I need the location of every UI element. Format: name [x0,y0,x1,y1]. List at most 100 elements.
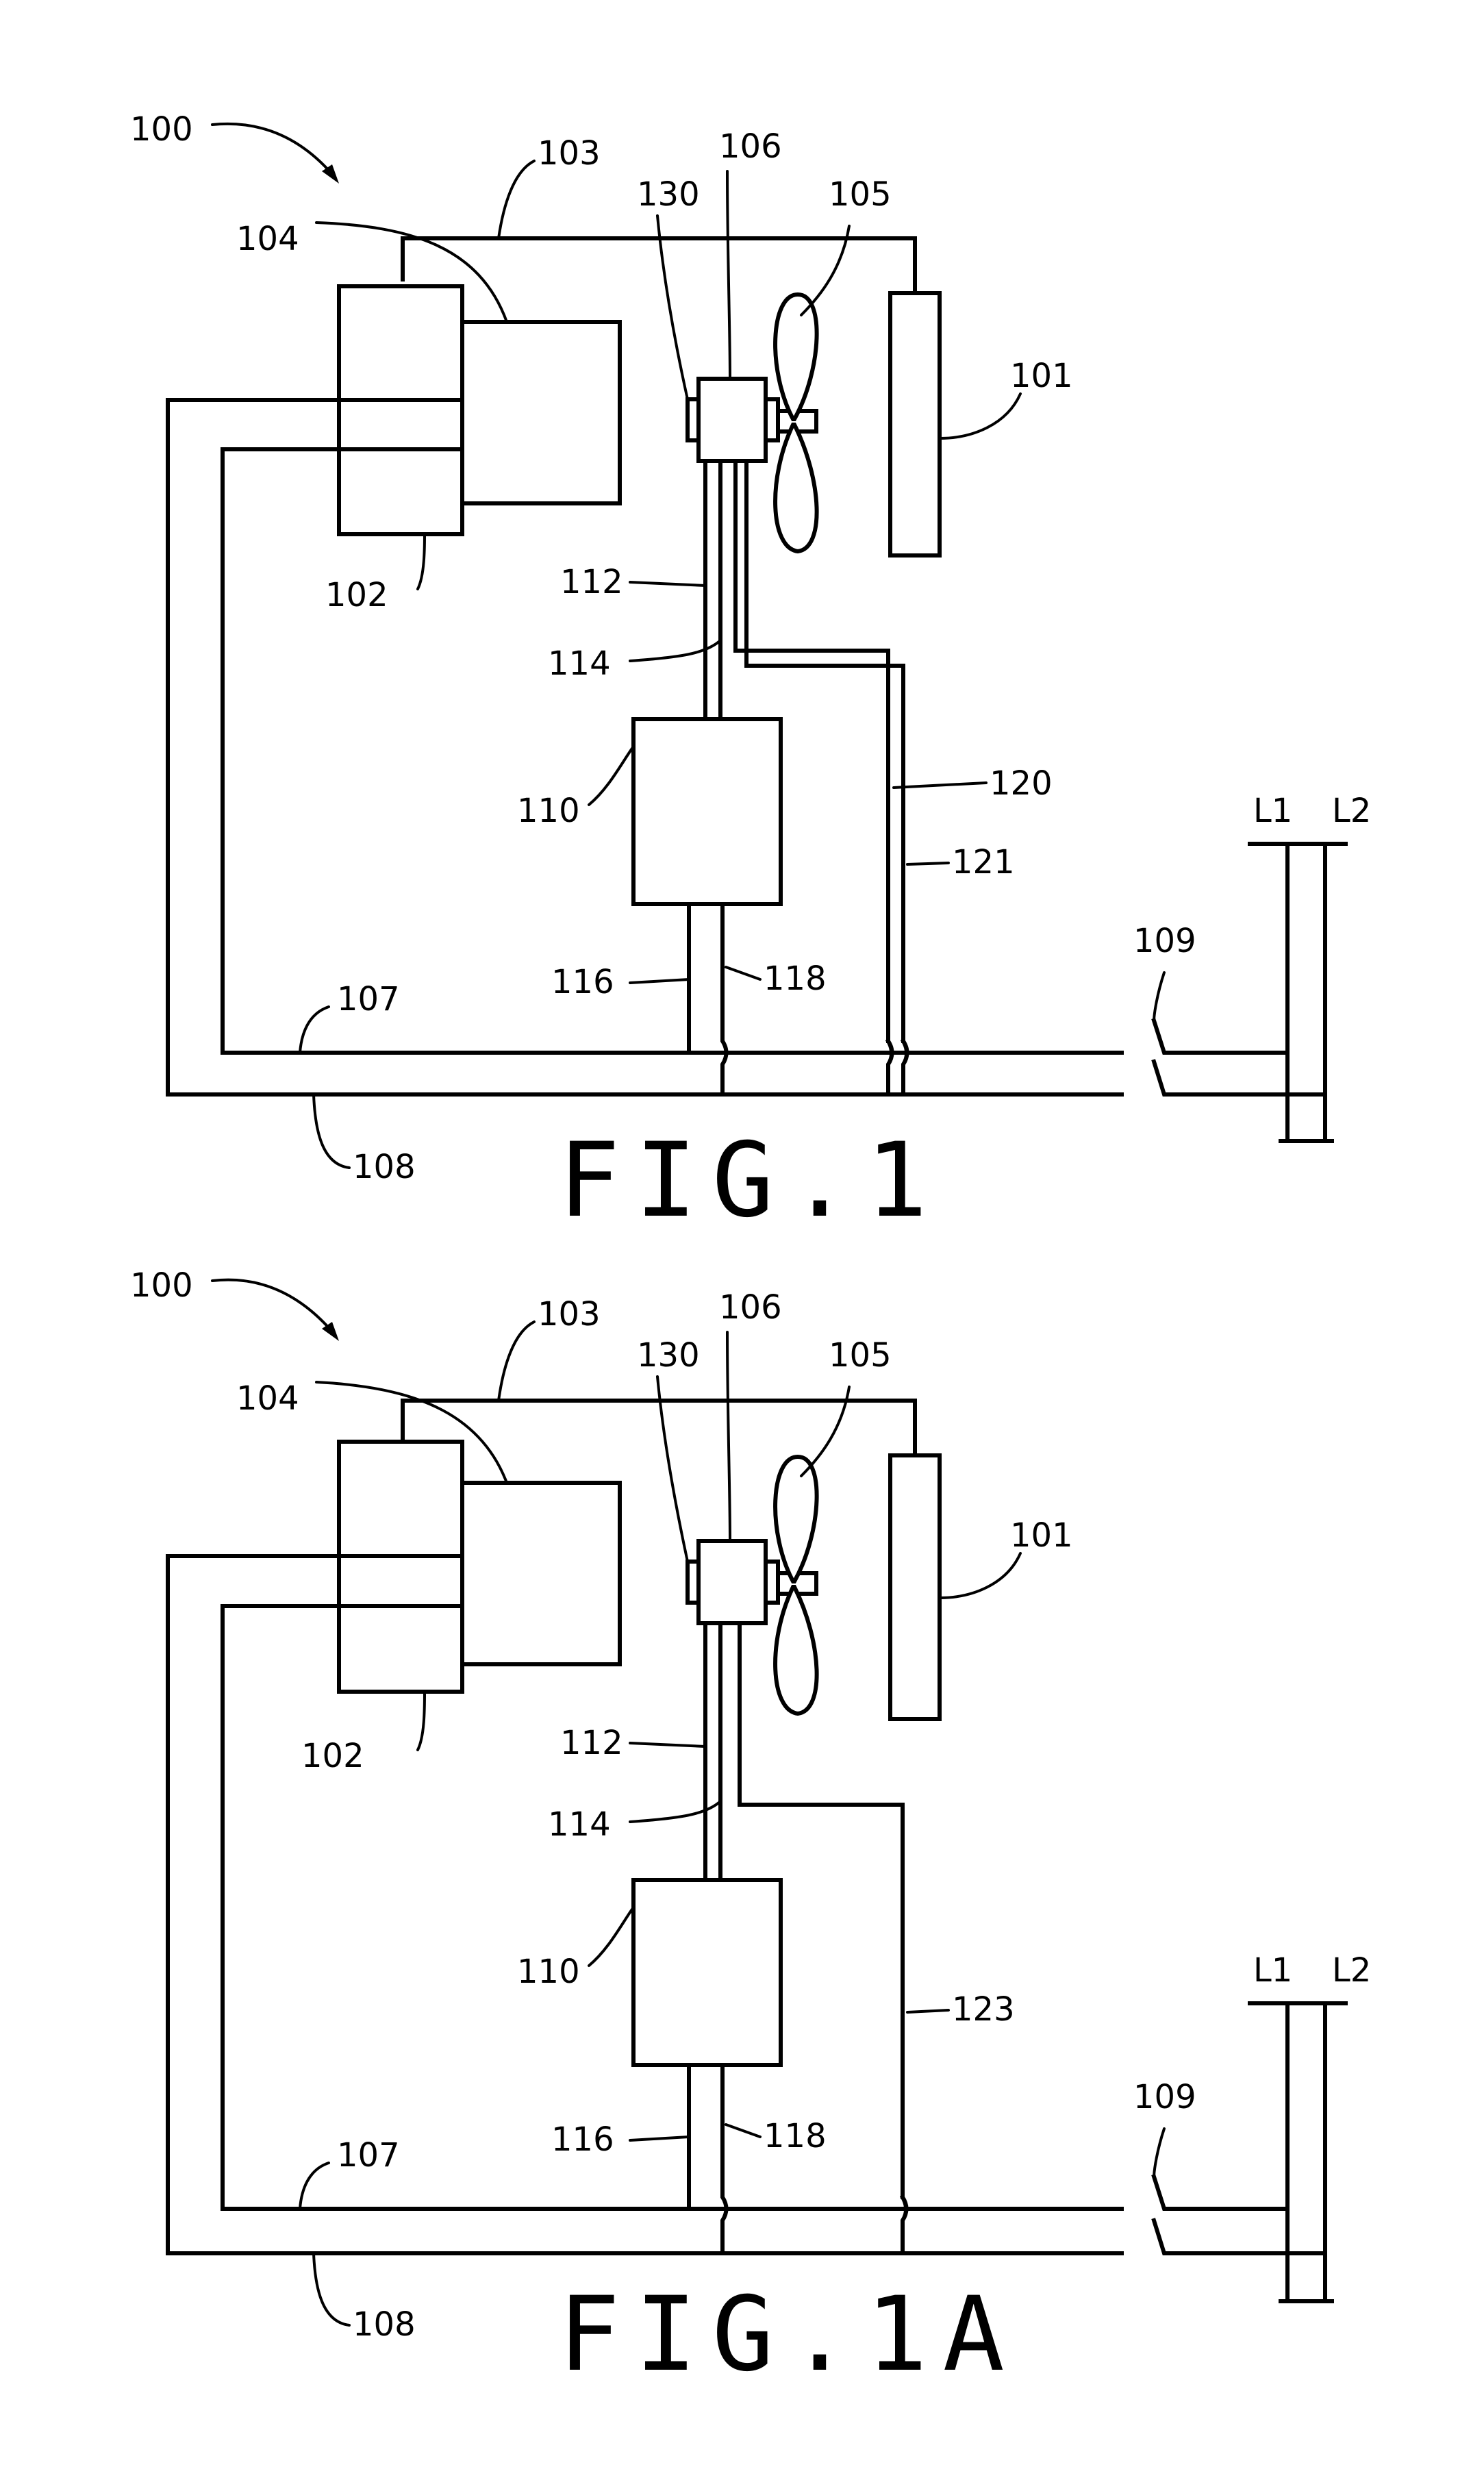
leader-102 [416,1690,426,1751]
wire-118 [720,2063,729,2255]
wire-121 [744,459,905,1043]
wire-108 [166,398,1124,1097]
condenser-101 [888,291,942,558]
label-100: 100 [130,1266,193,1305]
label-104: 104 [236,1379,299,1418]
leader-103 [497,160,536,240]
label-116: 116 [551,2120,614,2159]
leader-121 [906,862,950,866]
label-104: 104 [236,220,299,258]
wire-118 [720,902,729,1097]
wire-crossover [900,1038,909,1097]
leader-105 [800,1386,851,1477]
leader-104 [315,221,508,323]
wire-123 [738,1621,905,2199]
controller-110 [631,717,783,906]
leader-112 [629,1742,707,1748]
leader-130 [656,1375,689,1563]
leader-120 [892,781,988,789]
label-106: 106 [719,127,782,166]
label-103: 103 [538,134,601,173]
component-104 [460,1481,622,1666]
leader-112 [629,581,707,587]
leader-103 [497,1320,536,1402]
figure-1: 100 103 106 105 130 104 101 102 112 114 … [130,110,1371,1240]
label-l2: L2 [1332,792,1371,830]
leader-114 [629,1800,722,1823]
label-112: 112 [560,563,623,601]
leader-110 [588,1906,635,1967]
label-l1: L1 [1253,1951,1292,1990]
wire-crossover [899,2194,909,2255]
label-102: 102 [325,576,388,614]
component-104 [460,320,622,505]
label-107: 107 [337,2136,400,2175]
label-103: 103 [538,1295,601,1333]
caption-fig-1: FIG.1 [558,1121,943,1240]
fan-blade-upper [773,1454,819,1583]
leader-104 [315,1381,508,1484]
label-105: 105 [829,175,892,214]
relay-130 [686,397,701,442]
label-120: 120 [990,764,1053,803]
leader-116 [629,978,690,984]
switch-109-lower [1151,2218,1327,2255]
leader-118 [725,2123,762,2138]
leader-108 [312,1093,351,1169]
label-118: 118 [764,2117,827,2155]
compressor-102 [337,284,464,536]
controller-110 [631,1878,783,2067]
label-108: 108 [353,2305,416,2344]
label-116: 116 [551,963,614,1001]
wire-120 [733,459,890,1043]
line-103 [401,1399,917,1457]
label-130: 130 [637,1336,700,1375]
fan-blade-upper [773,292,819,421]
leader-107 [299,1005,330,1054]
arrowhead-100 [322,1322,339,1341]
label-l2: L2 [1332,1951,1371,1990]
leader-118 [725,966,762,981]
leader-130 [656,214,689,401]
wire-108 [166,1554,1124,2255]
label-114: 114 [548,644,611,683]
leader-100 [211,1278,337,1337]
label-112: 112 [560,1724,623,1762]
leader-101 [938,392,1022,440]
label-114: 114 [548,1805,611,1844]
wire-107 [221,447,1124,1055]
fan-blade-lower [773,1585,819,1716]
relay-130 [686,1560,701,1605]
label-123: 123 [952,1990,1015,2029]
fan-motor-106 [696,377,768,463]
leader-102 [416,533,426,590]
switch-109-lower [1151,1059,1327,1097]
wire-107 [221,1604,1124,2211]
leader-105 [800,225,851,316]
label-100: 100 [130,110,193,149]
label-106: 106 [719,1288,782,1327]
leader-101 [938,1552,1022,1599]
leader-116 [629,2135,690,2142]
label-101: 101 [1010,1516,1073,1555]
label-110: 110 [517,1953,580,1991]
wire-crossover [885,1038,894,1097]
switch-109-upper [1151,2174,1290,2211]
leader-108 [312,2252,351,2327]
arrowhead-100 [322,164,339,184]
caption-fig-1a: FIG.1A [558,2275,1020,2394]
label-130: 130 [637,175,700,214]
leader-114 [629,639,722,662]
fan-blade-lower [773,423,819,554]
leader-100 [211,122,337,179]
leader-109 [1153,2127,1166,2179]
leader-109 [1153,971,1166,1023]
label-110: 110 [517,792,580,830]
label-121: 121 [952,843,1015,881]
label-118: 118 [764,960,827,998]
compressor-102 [337,1440,464,1694]
fan-motor-106 [696,1539,768,1625]
label-105: 105 [829,1336,892,1375]
leader-106 [726,170,731,380]
